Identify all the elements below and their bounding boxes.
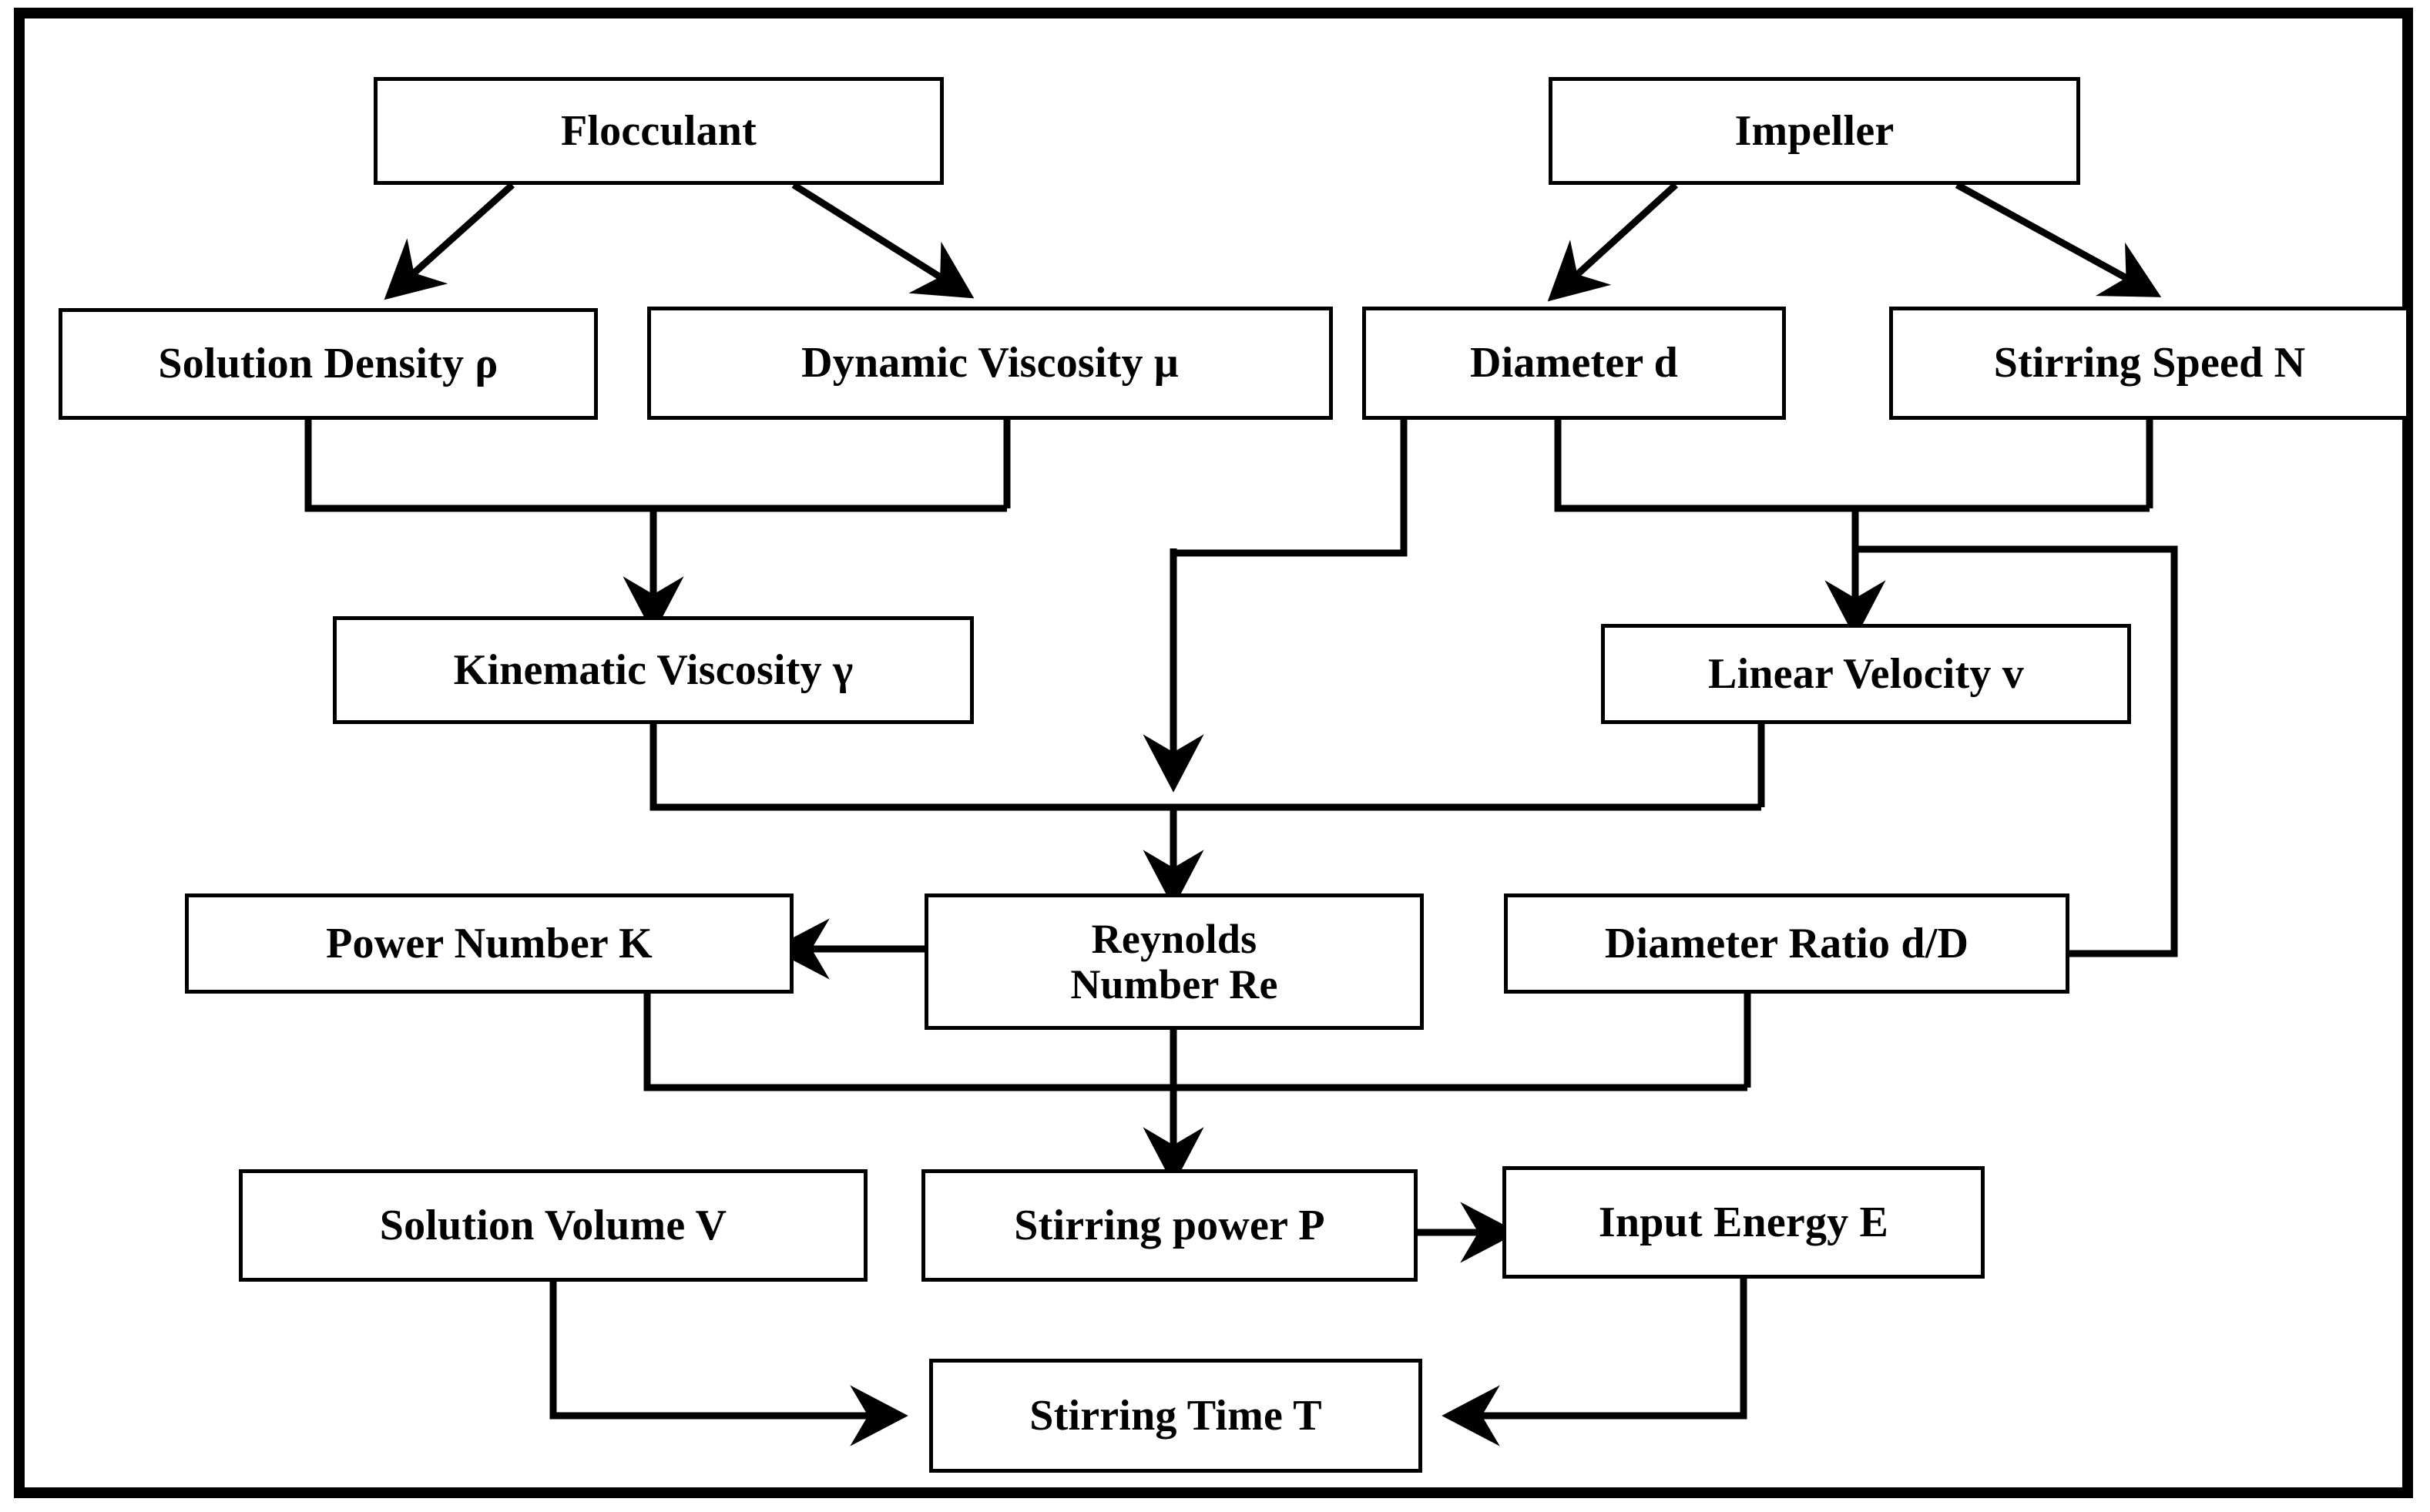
node-reynolds-number-label-line1: Reynolds (1091, 916, 1257, 963)
node-power-number[interactable]: Power Number K (185, 893, 794, 994)
edge-impeller-to-diameter (1547, 182, 1679, 302)
node-power-number-label: Power Number K (326, 919, 653, 967)
node-input-energy-label: Input Energy E (1598, 1198, 1889, 1246)
node-stirring-speed[interactable]: Stirring Speed N (1889, 307, 2410, 420)
edge-flocculant-to-solution-density (384, 182, 515, 300)
edge-solution-density-to-kinematic-viscosity (304, 420, 1007, 512)
edge-kinematic-viscosity-to-reynolds (649, 724, 1761, 811)
edge-input-energy-to-stirring-time (1442, 1279, 1747, 1447)
node-impeller-label: Impeller (1734, 106, 1895, 155)
node-diameter-label: Diameter d (1470, 339, 1678, 387)
edge-stirring-speed-to-diameter-ratio (1855, 545, 2178, 957)
node-stirring-power[interactable]: Stirring power P (921, 1169, 1418, 1282)
node-solution-density[interactable]: Solution Density ρ (59, 308, 598, 420)
node-linear-velocity[interactable]: Linear Velocity v (1601, 624, 2131, 724)
edge-diameter-to-linear-velocity (1554, 420, 2150, 512)
edge-flocculant-to-dynamic-viscosity (791, 182, 975, 299)
node-solution-volume-label: Solution Volume V (379, 1201, 727, 1249)
edge-diameter-to-reynolds (1173, 420, 1408, 557)
node-stirring-power-label: Stirring power P (1014, 1201, 1325, 1249)
node-diameter-ratio[interactable]: Diameter Ratio d/D (1504, 893, 2069, 994)
node-kinematic-viscosity-label: Kinematic Viscosity γ (453, 645, 854, 694)
node-reynolds-number[interactable]: Reynolds Number Re (925, 893, 1424, 1030)
node-dynamic-viscosity[interactable]: Dynamic Viscosity μ (647, 307, 1333, 420)
node-linear-velocity-label: Linear Velocity v (1708, 649, 2024, 698)
edge-power-number-to-stirring-power (643, 994, 1747, 1091)
node-diameter[interactable]: Diameter d (1362, 307, 1786, 420)
node-solution-volume[interactable]: Solution Volume V (239, 1169, 868, 1282)
node-diameter-ratio-label: Diameter Ratio d/D (1604, 919, 1969, 967)
node-reynolds-number-label-line2: Number Re (1070, 961, 1278, 1007)
node-flocculant[interactable]: Flocculant (374, 77, 944, 185)
edge-impeller-to-stirring-speed (1955, 182, 2162, 297)
node-input-energy[interactable]: Input Energy E (1502, 1166, 1985, 1279)
node-dynamic-viscosity-label: Dynamic Viscosity μ (801, 339, 1179, 387)
edge-solution-volume-to-stirring-time (549, 1282, 908, 1447)
node-stirring-time-label: Stirring Time T (1029, 1391, 1322, 1440)
node-kinematic-viscosity[interactable]: Kinematic Viscosity γ (333, 616, 974, 724)
node-impeller[interactable]: Impeller (1549, 77, 2080, 185)
node-stirring-speed-label: Stirring Speed N (1993, 339, 2306, 387)
node-flocculant-label: Flocculant (561, 106, 757, 155)
node-solution-density-label: Solution Density ρ (158, 340, 498, 388)
node-stirring-time[interactable]: Stirring Time T (929, 1359, 1422, 1473)
